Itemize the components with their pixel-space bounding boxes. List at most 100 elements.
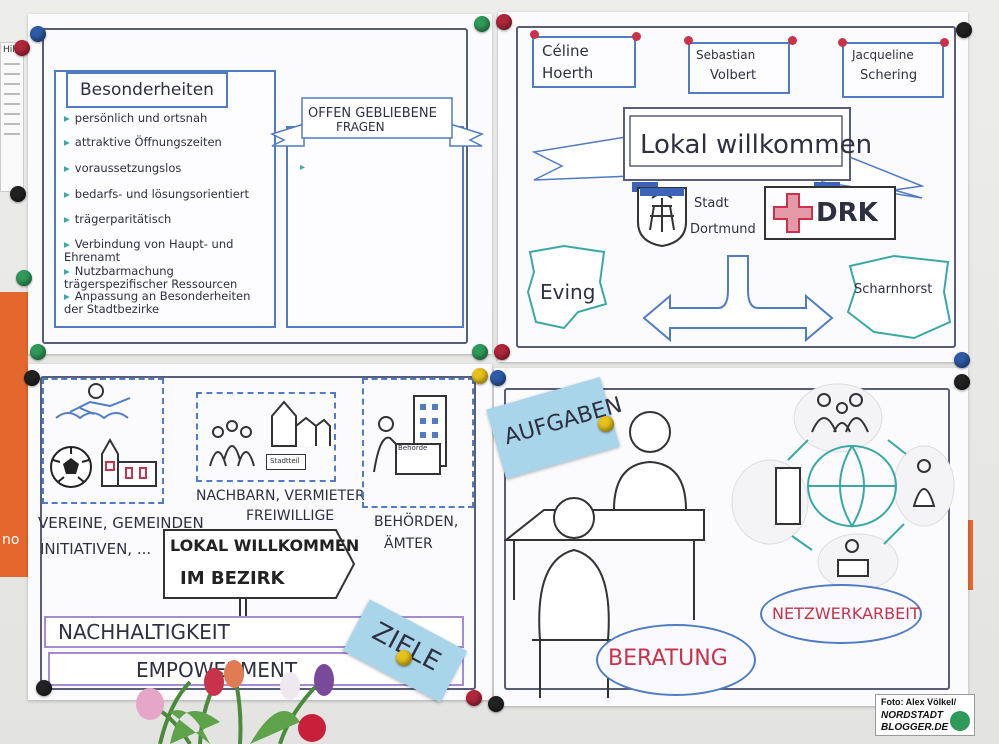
beratung-ellipse [596, 624, 756, 696]
sign-text-1: LOKAL WILLKOMMEN [170, 536, 360, 555]
list-item: Nutzbarmachung trägerspezifischer Ressou… [64, 265, 269, 291]
list-item: trägerparitätisch [64, 213, 172, 226]
banner-ribbon-icon [532, 107, 924, 199]
city-name-1: Stadt [694, 196, 729, 211]
besonderheiten-heading: Besonderheiten [80, 80, 214, 100]
list-item: attraktive Öffnungszeiten [64, 136, 222, 149]
goal1-label: NACHHALTIGKEIT [58, 620, 230, 644]
list-item: Verbindung von Haupt- und Ehrenamt [64, 238, 254, 264]
open-questions-title-2: FRAGEN [336, 120, 385, 134]
group3-label-1: BEHÖRDEN, [374, 514, 459, 530]
magnet-icon [598, 416, 614, 432]
magnet-icon [466, 690, 482, 706]
list-item: voraussetzungslos [64, 162, 182, 175]
signpost-icon [163, 529, 356, 624]
poster-top-left: Besonderheiten persönlich und ortsnah at… [28, 14, 492, 354]
person-card [532, 36, 636, 88]
pin-icon [530, 30, 539, 39]
magnet-icon [488, 696, 504, 712]
poster-frame [42, 28, 468, 344]
stadtteil-sign: Stadtteil [266, 454, 306, 470]
person2-first-name: Sebastian [696, 48, 756, 62]
magnet-icon [16, 270, 32, 286]
church-icon [101, 437, 157, 487]
behoerde-label: Behörde [398, 444, 428, 452]
magnet-icon [954, 352, 970, 368]
group1-label-1: VEREINE, GEMEINDEN [38, 514, 204, 532]
magnet-icon [30, 344, 46, 360]
magnet-icon [30, 26, 46, 42]
eving-map-icon [526, 244, 608, 330]
district-right-map-icon [846, 254, 952, 340]
network-diagram-icon [731, 383, 955, 591]
red-cross-icon [773, 193, 813, 233]
office-building-icon [373, 395, 447, 475]
group1-label-2: INITIATIVEN, ... [40, 540, 152, 558]
pin-icon [632, 32, 641, 41]
nachbarn-drawing-box [196, 392, 336, 482]
dortmund-crest-icon [637, 187, 687, 248]
orange-edge-text: no [2, 532, 20, 548]
pin-icon [940, 38, 949, 47]
credit-line-3: BLOGGER.DE [881, 722, 949, 733]
district-scharnhorst: Scharnhorst [854, 282, 933, 297]
drk-label: DRK [816, 198, 878, 228]
magnet-icon [14, 40, 30, 56]
swimmer-icon [55, 383, 131, 420]
magnet-icon [490, 370, 506, 386]
photo-credit: Foto: Alex Völkel/ NORDSTADT BLOGGER.DE [875, 694, 975, 736]
magnet-icon [36, 680, 52, 696]
magnet-icon [10, 186, 26, 202]
credit-line-1: Foto: Alex Völkel/ [881, 697, 957, 707]
magnet-icon [474, 16, 490, 32]
person-card [688, 42, 790, 94]
people-group-icon [209, 420, 255, 467]
orange-poster-edge-left: no [0, 292, 28, 577]
netzwerkarbeit-label: NETZWERKARBEIT [772, 604, 920, 623]
person-card [842, 42, 944, 98]
person1-first-name: Céline [542, 42, 589, 60]
poster-frame [504, 388, 950, 690]
header-ribbon [66, 72, 228, 108]
list-item: Anpassung an Besonderheiten der Stadtbez… [64, 290, 269, 316]
person1-last-name: Hoerth [542, 64, 594, 82]
behoerde-sign: Behörde [398, 444, 436, 456]
poster-frame [516, 26, 956, 348]
pin-icon [838, 38, 847, 47]
tulip-flowers-icon [136, 660, 334, 744]
open-questions-ribbon-icon [270, 97, 484, 147]
poster-top-right: Céline Hoerth Sebastian Volbert Jacqueli… [498, 12, 968, 362]
person3-last-name: Schering [860, 68, 918, 83]
group3-label-2: ÄMTER [384, 536, 433, 552]
poster-frame [40, 376, 476, 690]
consultation-scene-icon [504, 411, 705, 698]
netzwerkarbeit-ellipse [760, 584, 922, 644]
two-way-arrow-icon [642, 255, 834, 342]
group2-label-2: FREIWILLIGE [246, 508, 335, 524]
list-item: persönlich und ortsnah [64, 112, 208, 125]
pin-icon [788, 36, 797, 45]
open-questions-box [286, 126, 464, 328]
magnet-icon [24, 370, 40, 386]
beratung-label: BERATUNG [608, 646, 728, 671]
pin-icon [684, 36, 693, 45]
poster-bottom-right: BERATUNG NETZWERKARBEIT [494, 368, 968, 706]
edge-notice-sheet: Hilfes [0, 42, 28, 192]
poster-bottom-left: VEREINE, GEMEINDEN INITIATIVEN, ... Stad… [28, 364, 492, 700]
sign-text-2: IM BEZIRK [180, 568, 285, 589]
bullet-marker-icon: ▸ [300, 162, 306, 173]
magnet-icon [494, 344, 510, 360]
banner-title: Lokal willkommen [640, 130, 873, 160]
magnet-icon [496, 14, 512, 30]
nordstadt-logo-icon [950, 711, 970, 731]
football-icon [50, 446, 92, 488]
magnet-icon [954, 374, 970, 390]
person3-first-name: Jacqueline [852, 48, 914, 62]
vereine-drawing-box [42, 378, 164, 504]
district-eving: Eving [540, 280, 596, 304]
magnet-icon [396, 650, 412, 666]
magnet-icon [472, 344, 488, 360]
list-item: bedarfs- und lösungsorientiert [64, 188, 249, 201]
open-questions-title-1: OFFEN GEBLIEBENE [308, 106, 437, 121]
group2-label-1: NACHBARN, VERMIETER [196, 488, 365, 504]
